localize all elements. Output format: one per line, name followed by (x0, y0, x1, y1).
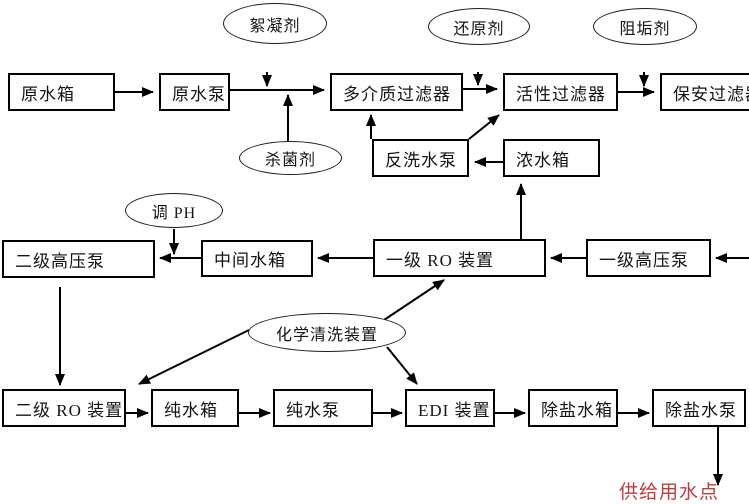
node-ph-adjust: 调 PH (125, 193, 223, 228)
node-intermediate-tank: 中间水箱 (201, 240, 313, 277)
node-stage1-ro-unit: 一级 RO 装置 (373, 239, 546, 277)
supply-point-label: 供给用水点 (619, 482, 720, 503)
node-scale-inhibitor: 阻垢剂 (593, 8, 697, 45)
node-label: 多介质过滤器 (343, 84, 451, 104)
node-pure-water-tank: 纯水箱 (151, 389, 239, 427)
node-label: 阻垢剂 (619, 20, 671, 38)
node-edi-unit: EDI 装置 (405, 389, 495, 427)
node-label: 浓水箱 (516, 150, 570, 170)
node-label: 杀菌剂 (264, 152, 316, 169)
node-label: 调 PH (151, 204, 197, 222)
node-label: 原水泵 (172, 84, 226, 104)
node-stage2-ro-unit: 二级 RO 装置 (2, 389, 126, 427)
connector-backwash-pump-to-activated-filter (468, 114, 500, 140)
node-label: 化学清洗装置 (275, 326, 378, 344)
node-raw-water-tank: 原水箱 (8, 73, 115, 111)
node-label: 一级 RO 装置 (386, 250, 495, 270)
node-demin-water-pump: 除盐水泵 (652, 389, 746, 427)
node-bactericide: 杀菌剂 (239, 141, 342, 175)
node-chemical-cleaning: 化学清洗装置 (248, 313, 406, 352)
node-label: 絮凝剂 (249, 17, 301, 35)
node-label: 一级高压泵 (599, 250, 689, 270)
node-reducing-agent: 还原剂 (428, 8, 530, 45)
connector-cleaning-to-edi (386, 346, 418, 385)
node-label: 纯水箱 (164, 400, 218, 420)
node-pure-water-pump: 纯水泵 (273, 389, 373, 427)
node-label: 除盐水泵 (665, 400, 737, 420)
node-stage1-hp-pump: 一级高压泵 (586, 239, 711, 277)
node-label: EDI 装置 (418, 400, 491, 420)
node-raw-water-pump: 原水泵 (159, 73, 230, 111)
node-label: 二级 RO 装置 (15, 400, 124, 420)
node-demin-water-tank: 除盐水箱 (528, 389, 618, 427)
node-concentrate-tank: 浓水箱 (503, 139, 600, 177)
node-label: 反洗水泵 (385, 150, 457, 170)
node-label: 纯水泵 (286, 400, 340, 420)
node-label: 保安过滤器 (673, 84, 749, 104)
node-label: 还原剂 (453, 20, 505, 38)
node-activated-filter: 活性过滤器 (503, 73, 618, 111)
node-label: 除盐水箱 (541, 400, 613, 420)
node-flocculant: 絮凝剂 (223, 3, 327, 44)
node-backwash-pump: 反洗水泵 (372, 139, 469, 177)
connector-cleaning-to-ro1 (380, 279, 445, 323)
node-security-filter: 保安过滤器 (660, 73, 749, 111)
node-label: 原水箱 (21, 84, 75, 104)
node-label: 二级高压泵 (15, 251, 105, 271)
node-label: 活性过滤器 (516, 84, 606, 104)
node-stage2-hp-pump: 二级高压泵 (2, 240, 155, 278)
node-multi-media-filter: 多介质过滤器 (330, 73, 463, 111)
node-label: 中间水箱 (214, 251, 286, 270)
connector-cleaning-to-ro2 (138, 329, 250, 385)
